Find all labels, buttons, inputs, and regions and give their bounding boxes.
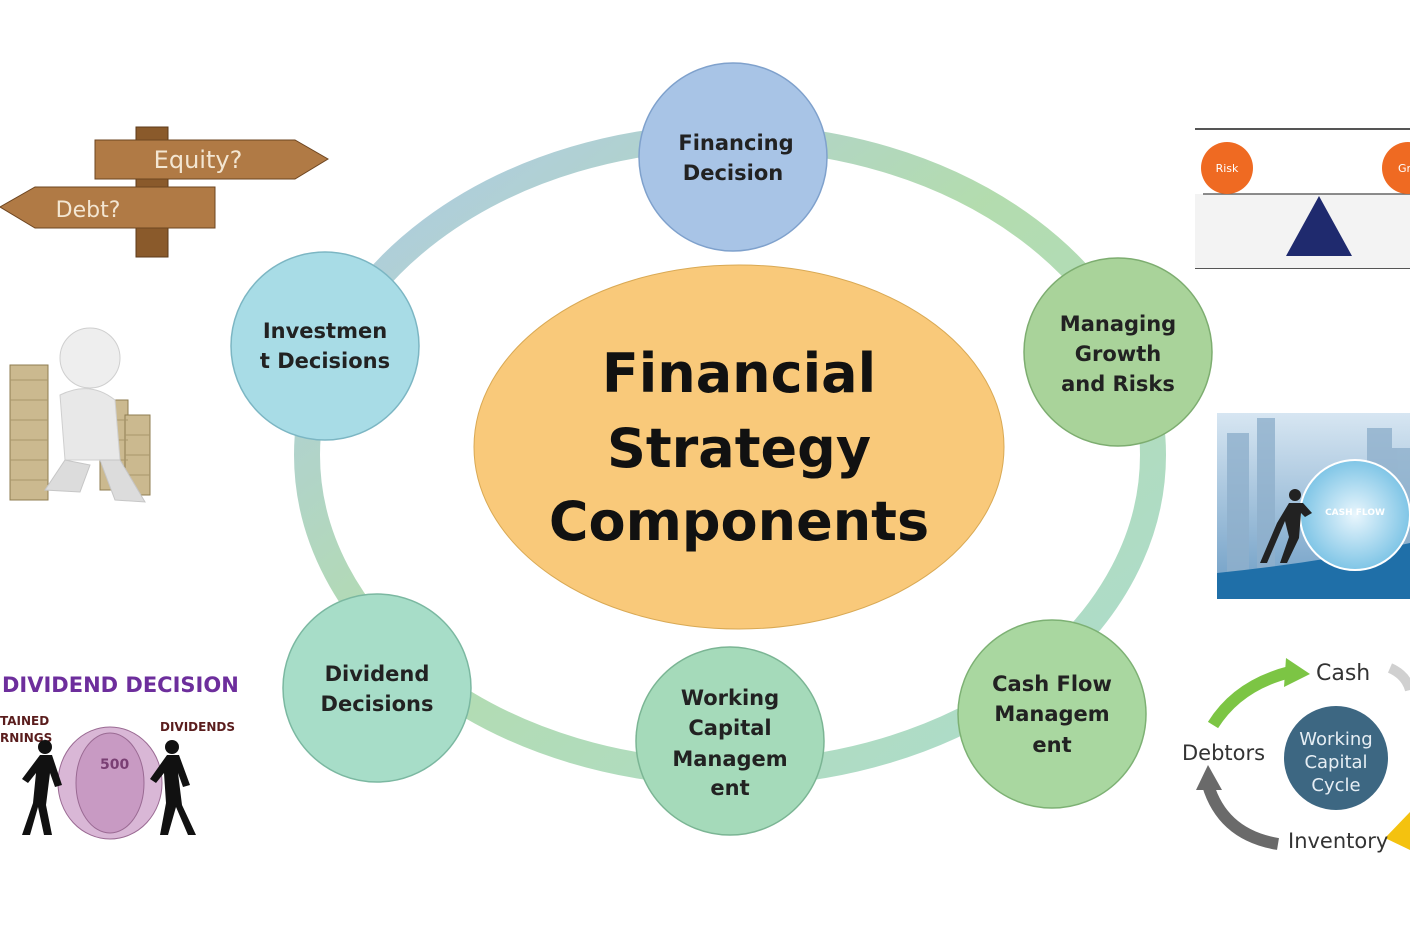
- node-label: Managing: [1060, 312, 1176, 336]
- node-label: Working: [681, 686, 779, 710]
- debt-sign-label: Debt?: [56, 198, 121, 223]
- wc-cycle-hub-line-1: Working: [1299, 729, 1372, 750]
- risk-weight-label: Risk: [1216, 162, 1239, 175]
- wc-cycle-hub-line-2: Capital: [1304, 752, 1367, 773]
- node-label: Financing: [678, 131, 793, 155]
- risk-growth-balance-image: Risk Gro: [1195, 128, 1410, 270]
- wc-cycle-hub-line-3: Cycle: [1311, 775, 1360, 796]
- node-managing-growth-risks: Managing Growth and Risks: [1023, 257, 1213, 447]
- node-financing-decision: Financing Decision: [638, 62, 828, 252]
- cash-flow-ball-label: CASH FLOW: [1325, 508, 1385, 518]
- cash-flow-photo: CASH FLOW: [1217, 413, 1410, 599]
- node-label: Dividend: [325, 662, 430, 686]
- working-capital-cycle-image: Working Capital Cycle Cash Debtors Inven…: [1182, 658, 1410, 853]
- yellow-cycle-arrow: [1385, 812, 1410, 850]
- equity-sign-label: Equity?: [154, 146, 243, 174]
- green-cycle-arrow: [1207, 666, 1292, 729]
- growth-weight-label: Gro: [1398, 162, 1410, 175]
- center-hub: Financial Strategy Components: [473, 264, 1005, 630]
- node-investment-decisions: Investmen t Decisions: [230, 251, 420, 441]
- center-title-line-1: Financial: [602, 342, 876, 405]
- node-label: Capital: [688, 716, 771, 740]
- node-label: ent: [710, 776, 749, 800]
- growth-weight: [1382, 142, 1410, 194]
- node-label: Decisions: [321, 692, 434, 716]
- equity-sign: [94, 139, 329, 180]
- node-label: and Risks: [1061, 372, 1175, 396]
- retained-earnings-label-2: RNINGS: [0, 731, 52, 745]
- dividend-image-title: DIVIDEND DECISION: [2, 673, 239, 697]
- node-label: Cash Flow: [992, 672, 1112, 696]
- center-title-line-3: Components: [549, 490, 929, 553]
- node-dividend-decisions: Dividend Decisions: [282, 593, 472, 783]
- risk-weight: [1201, 142, 1253, 194]
- retained-earnings-label: TAINED: [0, 714, 49, 728]
- fulcrum-triangle: [1286, 196, 1352, 256]
- dividends-label: DIVIDENDS: [160, 720, 235, 734]
- center-title-line-2: Strategy: [607, 417, 871, 480]
- signpost-image: Equity? Debt?: [0, 126, 329, 258]
- node-label: Investmen: [263, 319, 387, 343]
- node-label: ent: [1032, 733, 1071, 757]
- node-label: Growth: [1075, 342, 1161, 366]
- node-label: Decision: [683, 161, 783, 185]
- dividend-decision-image: DIVIDEND DECISION TAINED RNINGS DIVIDEND…: [0, 673, 239, 840]
- node-label: t Decisions: [260, 349, 390, 373]
- node-label: Managem: [994, 702, 1109, 726]
- gray-cycle-arrow: [1202, 783, 1280, 850]
- node-label: Managem: [672, 747, 787, 771]
- node-working-capital-management: Working Capital Managem ent: [635, 646, 825, 836]
- node-cash-flow-management: Cash Flow Managem ent: [957, 619, 1147, 809]
- wc-debtors-label: Debtors: [1182, 741, 1265, 765]
- wc-inventory-label: Inventory: [1288, 829, 1388, 853]
- thinking-figure-image: [9, 327, 151, 503]
- debt-sign: [0, 186, 216, 229]
- wc-cycle-hub: [1284, 706, 1388, 810]
- banknote-value: 500: [100, 757, 129, 773]
- wc-cash-label: Cash: [1316, 661, 1370, 686]
